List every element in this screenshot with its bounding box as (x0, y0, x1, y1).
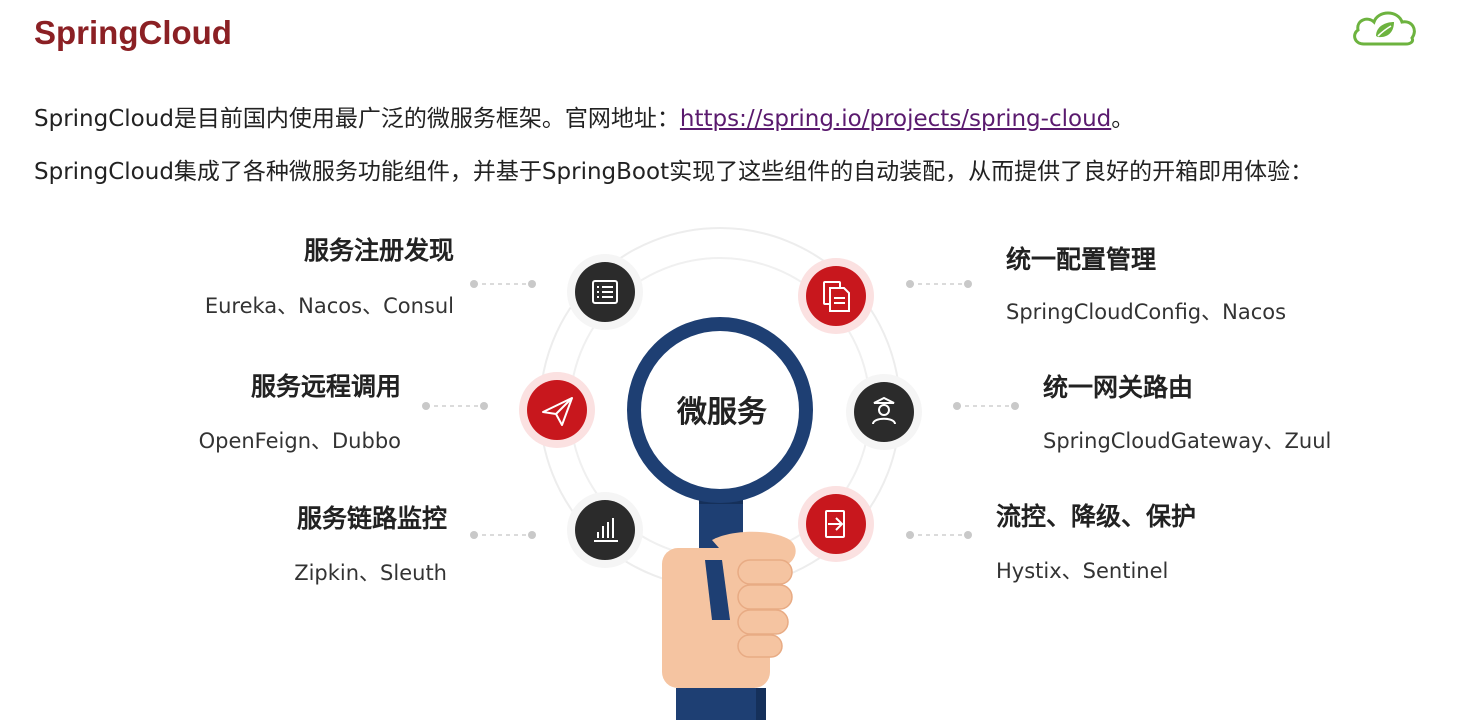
feature-flowcontrol-title: 流控、降级、保护 (996, 497, 1196, 533)
feature-rpc-title: 服务远程调用 (251, 367, 401, 403)
feature-flowcontrol-items: Hystix、Sentinel (996, 555, 1168, 585)
feature-tracing-items: Zipkin、Sleuth (294, 557, 447, 587)
hand-illustration (662, 532, 796, 720)
feature-icon-config (798, 258, 874, 334)
feature-registry-items: Eureka、Nacos、Consul (205, 290, 454, 320)
feature-config-items: SpringCloudConfig、Nacos (1006, 296, 1286, 326)
feature-registry-title: 服务注册发现 (304, 231, 454, 267)
feature-tracing-title: 服务链路监控 (297, 499, 447, 535)
center-label: 微服务 (676, 395, 767, 430)
feature-gateway-title: 统一网关路由 (1043, 368, 1193, 404)
feature-gateway-items: SpringCloudGateway、Zuul (1043, 425, 1331, 455)
feature-rpc-items: OpenFeign、Dubbo (199, 425, 401, 455)
feature-icon-flowcontrol (798, 486, 874, 562)
feature-icon-tracing (567, 492, 643, 568)
feature-icon-registry (567, 254, 643, 330)
feature-icon-rpc (519, 372, 595, 448)
feature-config-title: 统一配置管理 (1006, 240, 1156, 276)
feature-icon-gateway (846, 374, 922, 450)
